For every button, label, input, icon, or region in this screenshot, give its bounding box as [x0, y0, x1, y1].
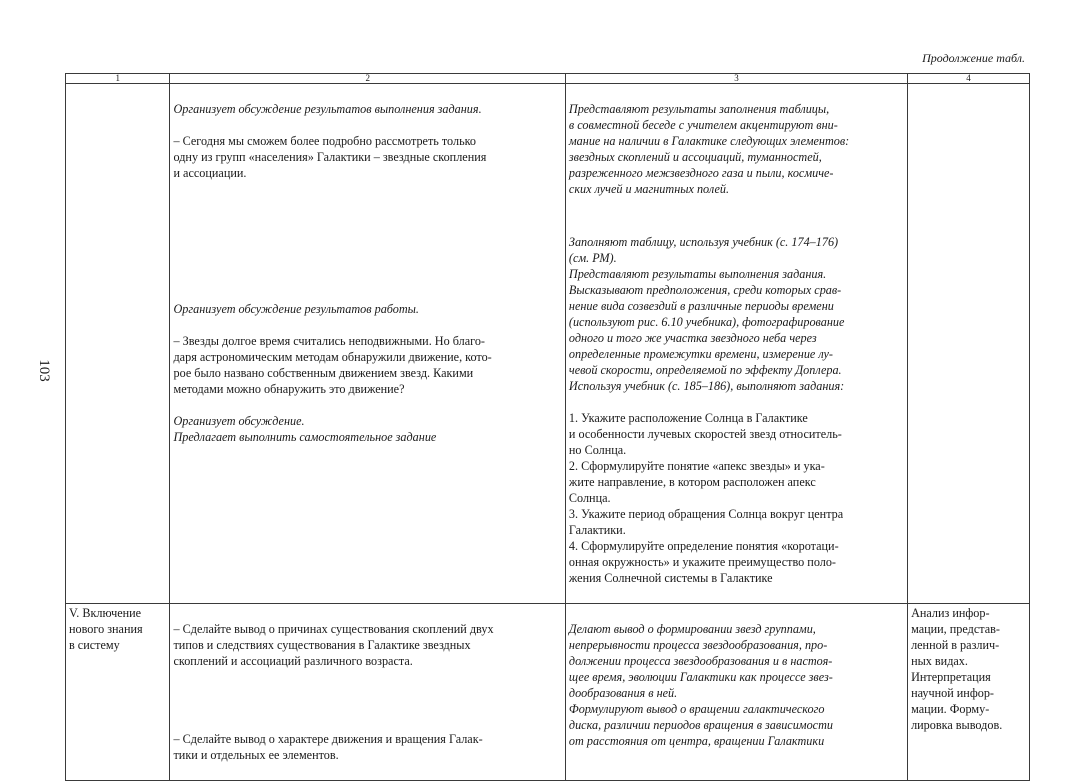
student-action: Делают вывод о формировании звезд группа… [568, 622, 833, 748]
column-number-1: 1 [64, 73, 171, 84]
teacher-action: Организует обсуждение. Предлагает выполн… [173, 414, 437, 444]
teacher-speech: – Сделайте вывод о причинах существовани… [173, 622, 494, 668]
student-action: Представляют результаты заполнения табли… [568, 102, 850, 196]
column-number-3: 3 [564, 73, 909, 84]
teacher-speech: – Сегодня мы сможем более подробно рассм… [173, 134, 487, 180]
student-activity-cell: Представляют результаты заполнения табли… [564, 83, 909, 604]
student-activity-cell: Делают вывод о формировании звезд группа… [564, 603, 909, 781]
lesson-table: 1 2 3 4 Организует обсуждение результато… [64, 73, 1030, 781]
table-header-row: 1 2 3 4 [64, 73, 1030, 84]
student-action: Заполняют таблицу, используя учебник (с.… [568, 235, 845, 393]
outcomes-cell [907, 83, 1030, 604]
column-number-4: 4 [907, 73, 1030, 84]
teacher-activity-cell: Организует обсуждение результатов выполн… [169, 83, 566, 604]
table-row: Организует обсуждение результатов выполн… [64, 83, 1030, 604]
student-task-list: 1. Укажите расположение Солнца в Галакти… [568, 411, 844, 585]
column-number-2: 2 [169, 73, 566, 84]
table-row: V. Включение нового знания в систему – С… [64, 603, 1030, 781]
page-number: 103 [35, 359, 52, 382]
stage-cell [64, 83, 171, 604]
teacher-activity-cell: – Сделайте вывод о причинах существовани… [169, 603, 566, 781]
teacher-speech: – Сделайте вывод о характере движения и … [173, 732, 483, 762]
teacher-action: Организует обсуждение результатов выполн… [173, 102, 482, 116]
teacher-speech: – Звезды долгое время считались неподвиж… [173, 334, 492, 396]
outcomes-cell: Анализ инфор- мации, представ- ленной в … [907, 603, 1030, 781]
table-continuation-label: Продолжение табл. [922, 51, 1025, 65]
teacher-action: Организует обсуждение результатов работы… [173, 302, 419, 316]
stage-cell: V. Включение нового знания в систему [64, 603, 171, 781]
